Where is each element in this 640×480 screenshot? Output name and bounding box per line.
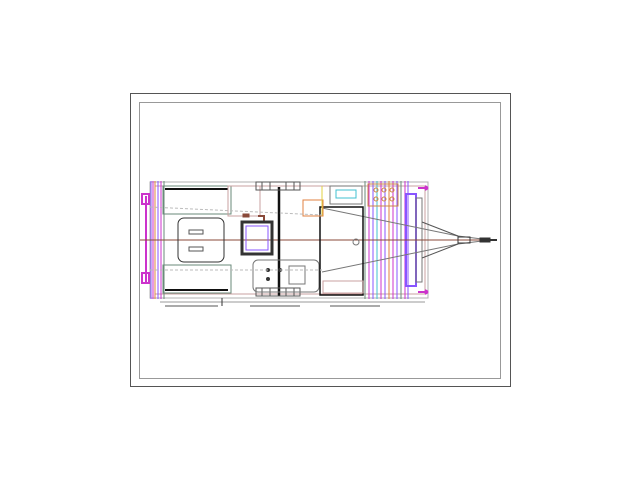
front-storage-inner <box>335 189 357 199</box>
bed-marker <box>352 238 360 246</box>
fixture-b <box>258 215 265 222</box>
front-storage-box <box>329 185 363 205</box>
dinette-table <box>177 217 225 263</box>
bed <box>319 206 364 296</box>
fixture-a <box>242 213 250 218</box>
burner <box>266 277 270 281</box>
bench-rear-bottom <box>162 264 232 294</box>
sheet-inner-border <box>139 102 501 379</box>
hitch-jack <box>457 236 471 244</box>
sink <box>288 265 306 285</box>
stove-counter <box>252 259 320 293</box>
skylight <box>240 220 274 256</box>
bed-shelf <box>322 280 364 294</box>
dimension-arrow-bottom <box>418 289 429 295</box>
guide-line <box>149 206 323 216</box>
skylight-inner <box>245 225 269 251</box>
bench-rear-top <box>162 185 232 215</box>
dimension-arrow-top <box>418 185 429 191</box>
table-leg-b <box>188 246 204 252</box>
coupler <box>479 237 491 243</box>
cabinet <box>302 199 324 217</box>
sheet-outer-border <box>130 93 511 387</box>
vent-grid-top <box>255 181 301 191</box>
trailer-plan <box>140 181 497 307</box>
battery-bay-grid <box>367 183 399 207</box>
table-leg-a <box>188 229 204 235</box>
